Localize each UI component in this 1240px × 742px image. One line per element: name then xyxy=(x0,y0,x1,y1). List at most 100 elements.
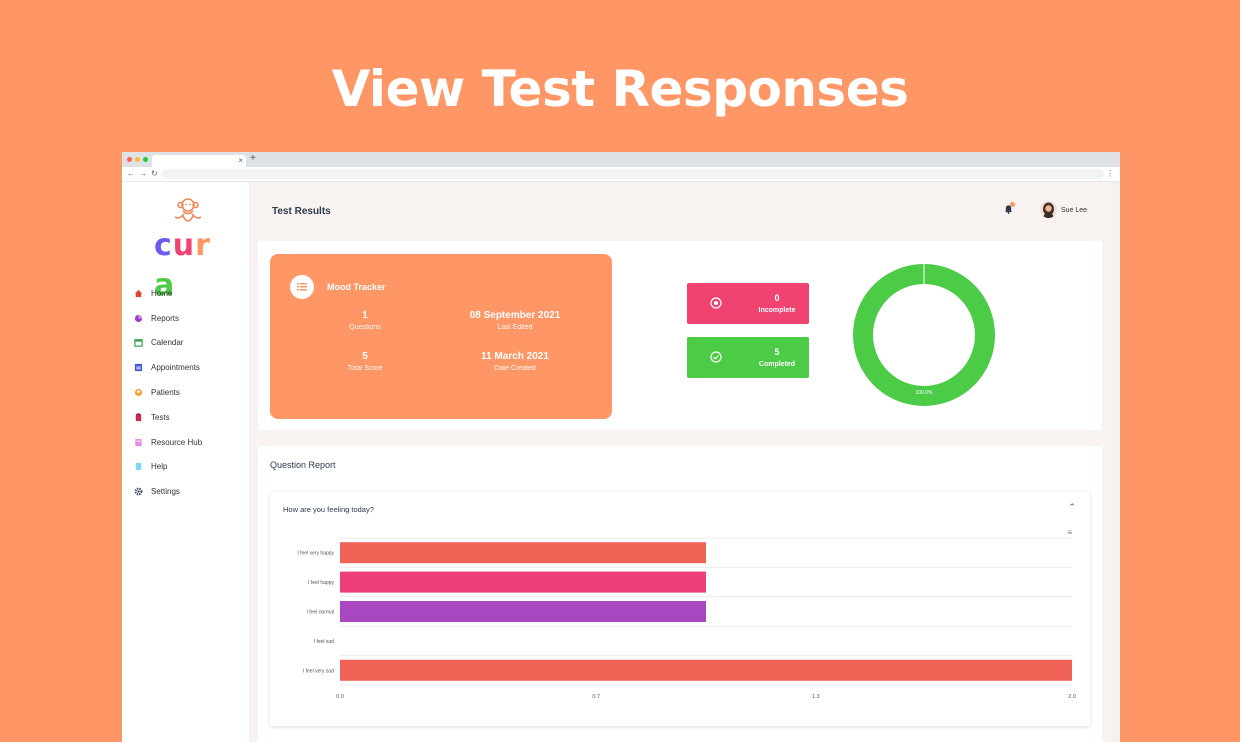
sidebar-item-calendar[interactable]: Calendar xyxy=(134,331,246,356)
chart-category-label: I feel very sad xyxy=(303,668,334,674)
incomplete-icon xyxy=(710,297,722,309)
list-icon xyxy=(290,275,314,299)
stat-questions: 1 Questions xyxy=(305,310,425,331)
sidebar-item-label: Settings xyxy=(151,487,180,497)
sidebar-item-label: Home xyxy=(151,288,173,298)
donut-completed-arc xyxy=(853,264,995,406)
sidebar-item-label: Resource Hub xyxy=(151,437,203,447)
chart-category-label: I feel very happy xyxy=(297,551,334,557)
sidebar-nav: Home Reports Calendar Appointments Patie… xyxy=(134,281,246,504)
user-name[interactable]: Sue Lee xyxy=(1061,207,1088,214)
donut-label: 100.0% xyxy=(916,390,934,396)
chart-bar xyxy=(340,542,706,564)
chart-tick-label: 0.0 xyxy=(336,694,344,700)
logo-letter: r xyxy=(195,228,211,263)
completed-label: Completed xyxy=(758,361,796,368)
stat-total-score: 5 Total Score xyxy=(305,351,425,372)
test-info-card: Mood Tracker 1 Questions 08 September 20… xyxy=(270,254,612,419)
browser-window: × + ← → ↻ ⋮ xyxy=(122,152,1120,742)
avatar[interactable] xyxy=(1040,201,1057,218)
sidebar-item-tests[interactable]: Tests xyxy=(134,405,246,430)
notification-badge xyxy=(1010,202,1015,207)
maximize-dot[interactable] xyxy=(143,157,148,162)
browser-menu-icon[interactable]: ⋮ xyxy=(1106,169,1114,178)
back-icon[interactable]: ← xyxy=(127,169,135,178)
headline: View Test Responses xyxy=(331,60,909,118)
chart-category-label: I feel happy xyxy=(308,580,334,586)
chart-category-label: I feel sad xyxy=(314,639,335,645)
chart-category-label: I feel normal xyxy=(306,610,334,616)
browser-tab-bar: × + xyxy=(122,152,1120,167)
chart-tick-label: 1.3 xyxy=(812,694,820,700)
sidebar-item-patients[interactable]: Patients xyxy=(134,380,246,405)
reload-icon[interactable]: ↻ xyxy=(151,169,158,178)
sidebar-item-settings[interactable]: Settings xyxy=(134,479,246,504)
calendar-icon xyxy=(134,338,143,348)
check-circle-icon xyxy=(710,351,722,363)
sidebar-item-reports[interactable]: Reports xyxy=(134,306,246,331)
home-icon xyxy=(134,289,143,298)
cura-logo[interactable]: cura xyxy=(152,196,222,303)
completion-donut-chart: 100.0% xyxy=(853,264,995,406)
sidebar-item-resource-hub[interactable]: Resource Hub xyxy=(134,430,246,455)
stat-date-created: 11 March 2021 Date Created xyxy=(455,351,575,372)
sidebar-item-label: Calendar xyxy=(151,338,184,348)
test-name: Mood Tracker xyxy=(327,282,386,292)
user-avatar-icon xyxy=(1040,201,1057,218)
gear-icon xyxy=(134,487,143,496)
chart-bar xyxy=(340,659,1072,681)
chart-tick-label: 2.0 xyxy=(1068,694,1076,700)
incomplete-count: 0 xyxy=(774,293,780,303)
chart-bar xyxy=(340,601,706,622)
completed-count: 5 xyxy=(774,347,780,357)
logo-wordmark: cura xyxy=(154,226,222,306)
stat-last-edited: 08 September 2021 Last Edited xyxy=(455,310,575,331)
incomplete-label: Incomplete xyxy=(758,307,796,314)
chart-menu-icon[interactable]: ≡ xyxy=(1067,528,1072,537)
new-tab-icon[interactable]: + xyxy=(250,153,256,164)
sidebar-item-home[interactable]: Home xyxy=(134,281,246,306)
responses-bar-chart: I feel very happy I feel happy I feel norm… xyxy=(297,537,1076,700)
resource-hub-icon xyxy=(134,438,143,447)
sidebar-item-help[interactable]: Help xyxy=(134,455,246,480)
address-bar: ← → ↻ ⋮ xyxy=(122,167,1120,182)
stat-label: Date Created xyxy=(494,365,536,372)
stat-label: Questions xyxy=(349,324,381,331)
sidebar-item-appointments[interactable]: Appointments xyxy=(134,355,246,380)
monkey-logo-icon xyxy=(174,198,202,222)
minimize-dot[interactable] xyxy=(135,157,140,162)
chevron-up-icon[interactable]: ⌃ xyxy=(1068,502,1076,512)
stat-value: 1 xyxy=(362,310,368,321)
main-content: Test Results Sue Lee Mood Tracker 1 xyxy=(250,182,1112,742)
question-report-card: Question Report How are you feeling toda… xyxy=(258,446,1102,742)
chart-bar xyxy=(340,571,706,593)
question-report-title: Question Report xyxy=(270,460,336,470)
logo-letter: u xyxy=(172,228,196,263)
question-text: How are you feeling today? xyxy=(283,505,374,514)
url-input[interactable] xyxy=(162,169,1104,179)
scrollbar[interactable] xyxy=(1112,182,1120,742)
patients-icon xyxy=(134,388,143,397)
forward-icon[interactable]: → xyxy=(139,169,147,178)
appointments-icon xyxy=(134,363,143,372)
stat-value: 5 xyxy=(362,351,368,362)
help-icon xyxy=(134,462,143,471)
tests-icon xyxy=(134,413,143,422)
stat-label: Total Score xyxy=(347,365,383,372)
browser-tab[interactable]: × xyxy=(152,155,246,167)
sidebar: cura Home Reports Calendar Appointments xyxy=(122,182,250,742)
sidebar-item-label: Tests xyxy=(151,412,170,422)
stat-value: 11 March 2021 xyxy=(481,351,549,362)
close-icon[interactable]: × xyxy=(238,156,243,165)
chart-tick-label: 0.7 xyxy=(592,694,600,700)
notification-bell-icon[interactable] xyxy=(1004,204,1013,214)
sidebar-item-label: Patients xyxy=(151,388,180,398)
sidebar-item-label: Appointments xyxy=(151,363,200,373)
sidebar-item-label: Reports xyxy=(151,313,180,323)
incomplete-count-card[interactable]: 0 Incomplete xyxy=(687,283,809,324)
sidebar-item-label: Help xyxy=(151,462,168,472)
window-controls xyxy=(127,157,148,162)
completed-count-card[interactable]: 5 Completed xyxy=(687,337,809,378)
close-dot[interactable] xyxy=(127,157,132,162)
page-title: Test Results xyxy=(272,206,331,217)
